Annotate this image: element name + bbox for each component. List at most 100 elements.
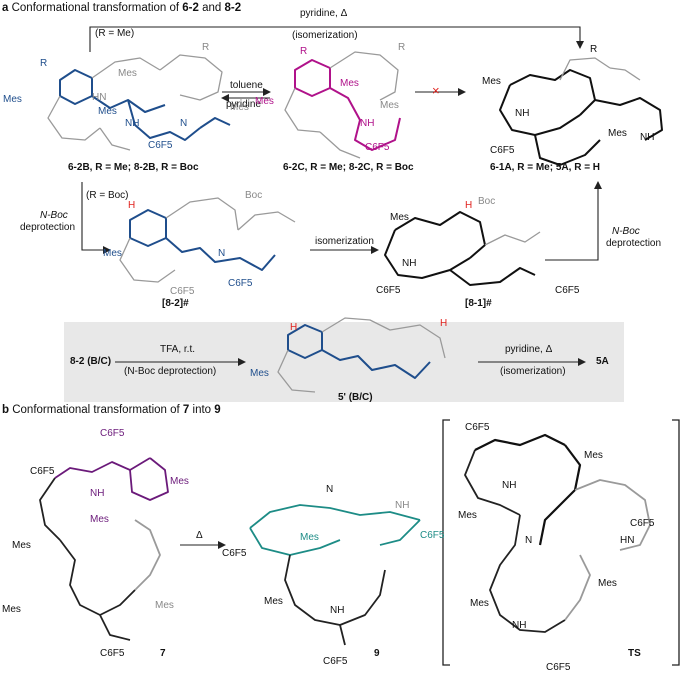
deprotection-right-label-1: N-Boc — [612, 226, 640, 237]
c6f5-label-ts-bottom: C6F5 — [546, 662, 571, 673]
section-b-title-mid: into — [189, 404, 215, 416]
isomerization-label: isomerization — [315, 236, 374, 247]
nh-label-ts: NH — [502, 480, 517, 491]
caption-ts: TS — [628, 648, 641, 659]
nh-label-ts-bottom: NH — [512, 620, 527, 631]
equilibrium-arrows — [221, 88, 271, 102]
c6f5-label-6-1A: C6F5 — [490, 145, 515, 156]
panel-tfa-label-2: (N-Boc deprotection) — [124, 366, 217, 377]
section-b-title-compound1: 7 — [182, 404, 190, 416]
molecule-8-1-hash — [384, 211, 541, 286]
h-label-8-2: H — [128, 200, 136, 211]
section-b-letter: b — [2, 404, 10, 416]
mes-label-6-2B-left: Mes — [3, 94, 22, 105]
c6f5-label-ts-right: C6F5 — [630, 518, 655, 529]
nh-label-9-lower: NH — [330, 605, 345, 616]
caption-6-2B: 6-2B, R = Me; 8-2B, R = Boc — [68, 162, 199, 173]
mes-label-6-2B-top: Mes — [118, 68, 137, 79]
deprotection-arrow-left — [81, 182, 111, 254]
r-me-label: (R = Me) — [95, 28, 135, 39]
mes-label-7-mid: Mes — [90, 514, 109, 525]
heat-label: Δ — [196, 530, 203, 541]
mes-label-6-2C-mid: Mes — [340, 78, 359, 89]
section-a-title-mid: and — [198, 2, 225, 14]
caption-8-1-hash: [8-1]# — [465, 298, 492, 309]
deprotection-right-label-2: deprotection — [606, 238, 662, 249]
deprotection-left-label-1: N-Boc — [40, 210, 68, 221]
section-a-letter: a — [2, 2, 9, 14]
nh-label-7: NH — [90, 488, 105, 499]
mes-label-7-top: Mes — [170, 476, 189, 487]
panel-start-compound: 8-2 (B/C) — [70, 356, 112, 367]
c6f5-label-8-1-right: C6F5 — [555, 285, 580, 296]
hn-label-ts: HN — [620, 535, 635, 546]
panel-tfa-label-1: TFA, r.t. — [160, 344, 196, 355]
molecule-9 — [249, 504, 421, 646]
r-label-6-1A: R — [590, 44, 598, 55]
mes-label-6-2C-left: Mes — [255, 96, 274, 107]
ts-brackets — [442, 419, 680, 666]
mes-label-9: Mes — [300, 532, 319, 543]
mes-label-6-1A-right: Mes — [608, 128, 627, 139]
c6f5-label-6-2B: C6F5 — [148, 140, 173, 151]
c6f5-label-ts-top: C6F5 — [465, 422, 490, 433]
h-label-8-1: H — [465, 200, 473, 211]
hn-label-6-2B: HN — [92, 92, 107, 103]
caption-9: 9 — [374, 648, 380, 659]
section-b-title: b Conformational transformation of 7 int… — [2, 404, 221, 416]
caption-6-1A: 6-1A, R = Me; 5A, R = H — [490, 162, 601, 173]
mes-label-ts-bottom: Mes — [470, 598, 489, 609]
section-a-title-compound1: 6-2 — [182, 2, 199, 14]
mes-label-8-1: Mes — [390, 212, 409, 223]
molecule-6-2B — [47, 54, 231, 151]
molecule-6-1A — [499, 57, 663, 166]
c6f5-label-7-bottom: C6F5 — [100, 648, 125, 659]
r-label-6-2B: R — [40, 58, 48, 69]
caption-7: 7 — [160, 648, 166, 659]
c6f5-label-7-left: C6F5 — [30, 466, 55, 477]
c6f5-label-6-2C: C6F5 — [365, 142, 390, 153]
mes-label-6-1A: Mes — [482, 76, 501, 87]
c6f5-label-8-1: C6F5 — [376, 285, 401, 296]
n-label-9: N — [326, 484, 334, 495]
section-a-title-compound2: 8-2 — [224, 2, 242, 14]
c6f5-label-9-left: C6F5 — [222, 548, 247, 559]
c6f5-label-7-top: C6F5 — [100, 428, 125, 439]
caption-6-2C: 6-2C, R = Me; 8-2C, R = Boc — [283, 162, 414, 173]
caption-8-2-hash: [8-2]# — [162, 298, 189, 309]
molecule-ts — [464, 433, 651, 633]
nh-label-9: NH — [395, 500, 410, 511]
caption-5-prime: 5' (B/C) — [338, 392, 373, 403]
mes-label-ts-left: Mes — [458, 510, 477, 521]
section-a-title: a Conformational transformation of 6-2 a… — [2, 2, 241, 14]
h-label-5-prime-right: H — [440, 318, 448, 329]
boc-label-8-1: Boc — [478, 196, 496, 207]
h-label-5-prime: H — [290, 322, 298, 333]
section-a-title-prefix: Conformational transformation of — [11, 2, 183, 14]
mes-label-6-2B-right: Mes — [230, 102, 249, 113]
r-label-6-2C: R — [300, 46, 308, 57]
deprotection-arrow-right — [545, 181, 602, 261]
mes-label-7-right: Mes — [155, 600, 174, 611]
section-b-title-compound2: 9 — [214, 404, 221, 416]
r-boc-label: (R = Boc) — [86, 190, 129, 201]
c6f5-label-9-right: C6F5 — [420, 530, 445, 541]
molecule-6-2C — [284, 51, 401, 159]
equilibrium-bottom-label: pyridine — [226, 99, 262, 110]
r-label-6-2B-right: R — [202, 42, 210, 53]
n-label-6-2B: N — [180, 118, 188, 129]
top-arrow-label-2: (isomerization) — [292, 30, 358, 41]
mes-label-7-left: Mes — [12, 540, 31, 551]
section-b-title-prefix: Conformational transformation of — [12, 404, 183, 416]
top-arrow-label-1: pyridine, Δ — [300, 8, 348, 19]
c6f5-label-8-2: C6F5 — [228, 278, 253, 289]
nh-label-6-1A-right: NH — [640, 132, 655, 143]
deprotection-left-label-2: deprotection — [20, 222, 76, 233]
mes-label-7-bottom: Mes — [2, 604, 21, 615]
mes-label-6-2C-right: Mes — [380, 100, 399, 111]
panel-product: 5A — [596, 356, 609, 367]
n-label-ts: N — [525, 535, 533, 546]
mes-label-9-lower: Mes — [264, 596, 283, 607]
blocked-marker: × — [432, 83, 440, 98]
